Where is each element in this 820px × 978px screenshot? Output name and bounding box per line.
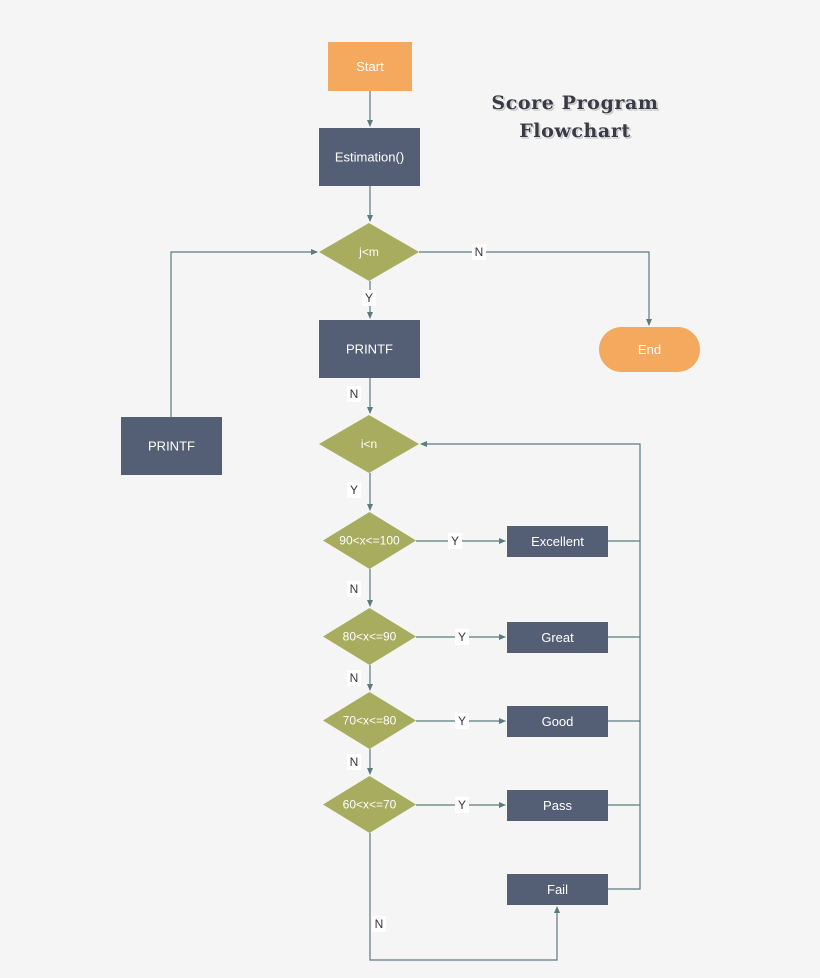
edge-label-d70-d60: N (347, 754, 361, 770)
process-shape[interactable] (507, 706, 608, 737)
edge-label-backdrop (372, 916, 386, 932)
process-shape[interactable] (507, 874, 608, 905)
process-shape[interactable] (121, 417, 222, 475)
edges-layer (170, 91, 652, 961)
node-great[interactable]: Great (507, 622, 608, 653)
edge-label-d90-excellent: Y (448, 533, 462, 549)
diagram-title: Score Program Flowchart (470, 90, 680, 145)
node-pass[interactable]: Pass (507, 790, 608, 821)
edge-label-d60-fail: N (372, 916, 386, 932)
terminator-shape[interactable] (599, 327, 700, 372)
node-good[interactable]: Good (507, 706, 608, 737)
process-shape[interactable] (319, 320, 420, 378)
node-d90[interactable]: 90<x<=100 (323, 512, 416, 569)
edge-label-backdrop (455, 713, 469, 729)
node-iln[interactable]: i<n (319, 415, 419, 473)
node-end[interactable]: End (599, 327, 700, 372)
diagram-title-line-1: Score Program (491, 92, 659, 114)
edge-label-jlm-printf1: Y (362, 290, 376, 306)
decision-shape[interactable] (323, 512, 416, 569)
edge-label-backdrop (347, 670, 361, 686)
decision-shape[interactable] (323, 776, 416, 833)
process-shape[interactable] (507, 526, 608, 557)
edge-label-printf1-iln: N (347, 386, 361, 402)
decision-shape[interactable] (323, 692, 416, 749)
edge-label-backdrop (472, 244, 486, 260)
node-printf1[interactable]: PRINTF (319, 320, 420, 378)
process-shape[interactable] (507, 790, 608, 821)
edge-label-backdrop (347, 754, 361, 770)
node-printf2[interactable]: PRINTF (121, 417, 222, 475)
process-shape[interactable] (328, 42, 412, 91)
edge-label-backdrop (362, 290, 376, 306)
decision-shape[interactable] (319, 415, 419, 473)
edge-label-backdrop (455, 797, 469, 813)
edge-path (420, 441, 641, 542)
edge-fail-return (608, 541, 641, 890)
process-shape[interactable] (319, 128, 420, 186)
edge-label-d70-good: Y (455, 713, 469, 729)
node-fail[interactable]: Fail (507, 874, 608, 905)
edge-label-iln-d90: Y (347, 482, 361, 498)
edge-path (419, 251, 652, 326)
node-start[interactable]: Start (328, 42, 412, 91)
edge-label-backdrop (347, 581, 361, 597)
edge-d60-fail (369, 833, 560, 961)
decision-shape[interactable] (319, 223, 419, 281)
process-shape[interactable] (507, 622, 608, 653)
edge-label-backdrop (347, 386, 361, 402)
edge-label-jlm-end: N (472, 244, 486, 260)
diagram-title-line-2: Flowchart (519, 119, 631, 142)
edge-jlm-end (419, 251, 652, 326)
node-estimation[interactable]: Estimation() (319, 128, 420, 186)
edge-path (170, 249, 318, 417)
node-excellent[interactable]: Excellent (507, 526, 608, 557)
node-d60[interactable]: 60<x<=70 (323, 776, 416, 833)
node-jlm[interactable]: j<m (319, 223, 419, 281)
edge-label-backdrop (347, 482, 361, 498)
edge-printf2-jlm (170, 249, 318, 417)
edge-label-d60-pass: Y (455, 797, 469, 813)
edge-label-backdrop (455, 629, 469, 645)
edge-path (608, 541, 641, 890)
edge-label-backdrop (448, 533, 462, 549)
edge-excellent-return (420, 441, 641, 542)
edge-path (369, 833, 560, 961)
node-d70[interactable]: 70<x<=80 (323, 692, 416, 749)
edge-label-d90-d80: N (347, 581, 361, 597)
node-d80[interactable]: 80<x<=90 (323, 608, 416, 665)
decision-shape[interactable] (323, 608, 416, 665)
edge-label-d80-d70: N (347, 670, 361, 686)
edge-label-d80-great: Y (455, 629, 469, 645)
